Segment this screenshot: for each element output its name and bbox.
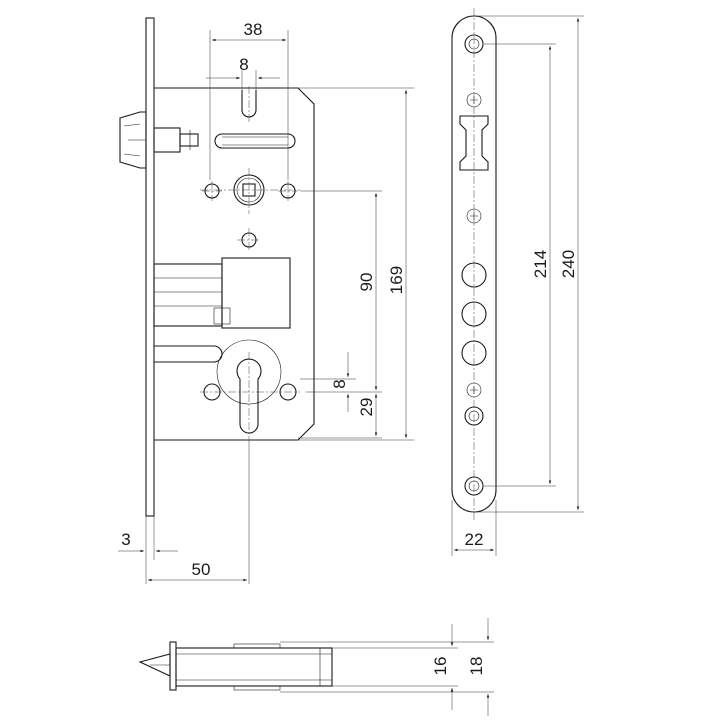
dim-16: 16: [431, 657, 450, 676]
dim-29: 29: [357, 398, 376, 417]
front-dimension-labels: 38 8 169 90 8 29 3 50: [121, 20, 406, 579]
latch-opening: [459, 115, 489, 171]
lock-case-outline: [154, 87, 315, 441]
bottom-dimension-labels: 16 18: [431, 657, 486, 676]
faceplate-dimensions: [451, 15, 584, 556]
lock-bottom-view: [138, 641, 333, 691]
faceplate-edge: [145, 17, 155, 517]
dim-240: 240: [559, 250, 578, 278]
dim-90: 90: [357, 273, 376, 292]
faceplate-dimension-labels: 214 240 22: [465, 250, 578, 549]
deadbolt: [153, 257, 291, 329]
dim-38: 38: [244, 20, 263, 39]
latch-bolt: [119, 111, 199, 169]
dim-214: 214: [531, 250, 550, 278]
cylinder-cutout: [200, 339, 300, 440]
dim-18: 18: [467, 657, 486, 676]
faceplate-view: [451, 8, 497, 520]
lower-lever: [154, 345, 223, 363]
dim-22: 22: [465, 530, 484, 549]
dim-50: 50: [192, 560, 211, 579]
oblong-slot: [214, 133, 296, 149]
lock-body-front-view: [119, 17, 315, 517]
dim-8-top: 8: [239, 55, 248, 74]
dim-3: 3: [121, 530, 130, 549]
dim-169: 169: [387, 266, 406, 294]
dim-8-cylinder: 8: [330, 379, 349, 388]
bottom-dimensions: [280, 618, 494, 716]
front-dimensions: [118, 30, 414, 584]
